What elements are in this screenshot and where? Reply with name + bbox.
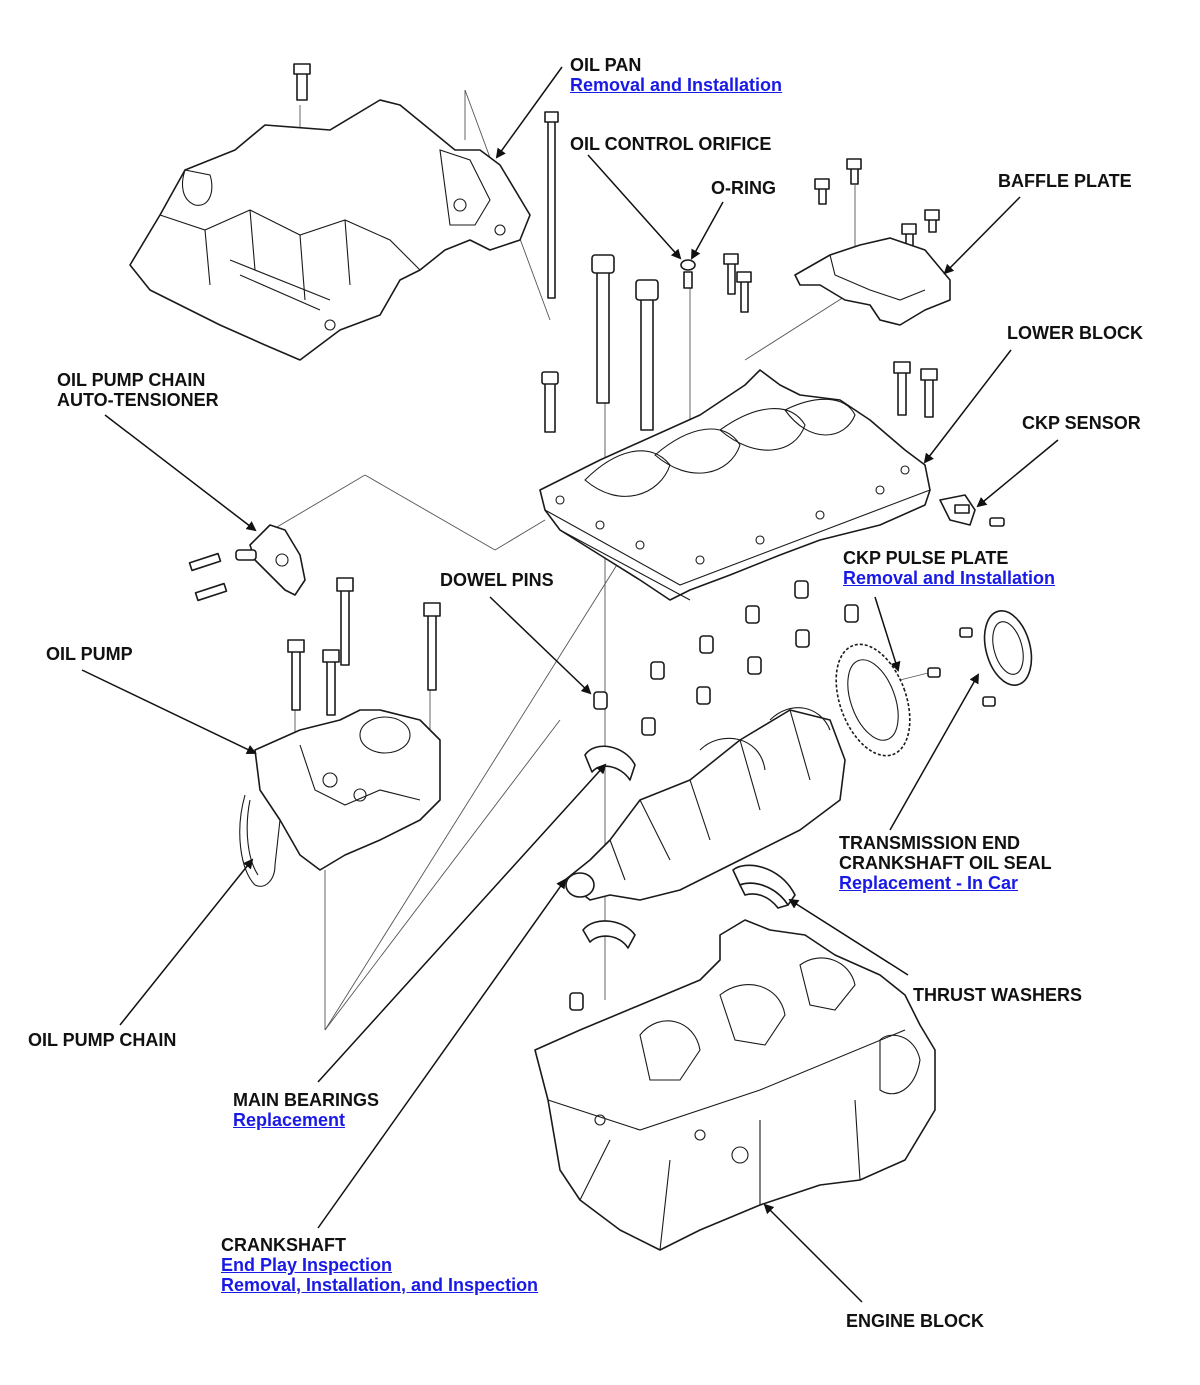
- crankshaft-removal-link[interactable]: Removal, Installation, and Inspection: [221, 1275, 539, 1295]
- baffle-plate-label: BAFFLE PLATE: [998, 171, 1132, 191]
- lower-block-part: [539, 369, 931, 601]
- auto-tensioner-label-line1: OIL PUMP CHAIN: [57, 370, 206, 390]
- callout-crankshaft: CRANKSHAFT End Play Inspection Removal, …: [221, 1235, 538, 1295]
- ckp-sensor-part: [939, 494, 1005, 527]
- baffle-plate-part: [794, 237, 951, 326]
- o-ring-label: O-RING: [711, 178, 776, 198]
- callout-engine-block: ENGINE BLOCK: [846, 1311, 984, 1331]
- callout-oil-pan: OIL PAN Removal and Installation: [570, 55, 782, 95]
- oil-pump-label: OIL PUMP: [46, 644, 133, 664]
- auto-tensioner-label-line2: AUTO-TENSIONER: [57, 390, 219, 410]
- callout-ckp-sensor: CKP SENSOR: [1022, 413, 1141, 433]
- callout-oil-pump: OIL PUMP: [46, 644, 133, 664]
- auto-tensioner-part: [188, 524, 306, 602]
- oil-pan-label: OIL PAN: [570, 55, 642, 75]
- crankshaft-end-play-link[interactable]: End Play Inspection: [221, 1255, 393, 1275]
- dowel-pins-label: DOWEL PINS: [440, 570, 554, 590]
- dowel-pins-part: [569, 580, 859, 1011]
- thrust-washers-label: THRUST WASHERS: [913, 985, 1083, 1005]
- oil-control-orifice-label: OIL CONTROL ORIFICE: [570, 134, 772, 154]
- ckp-pulse-plate-label: CKP PULSE PLATE: [843, 548, 1009, 568]
- main-bearings-replacement-link[interactable]: Replacement: [233, 1110, 346, 1130]
- callout-o-ring: O-RING: [711, 178, 776, 198]
- thrust-washers-part: [732, 864, 796, 909]
- oil-pan-removal-link[interactable]: Removal and Installation: [570, 75, 783, 95]
- callout-lower-block: LOWER BLOCK: [1007, 323, 1143, 343]
- callout-auto-tensioner: OIL PUMP CHAIN AUTO-TENSIONER: [57, 370, 219, 410]
- main-bearings-part: [582, 745, 636, 949]
- oil-pump-part: [239, 577, 441, 887]
- ckp-pulse-plate-part: [835, 627, 996, 757]
- oil-seal-label-line2: CRANKSHAFT OIL SEAL: [839, 853, 1052, 873]
- callout-main-bearings: MAIN BEARINGS Replacement: [233, 1090, 379, 1130]
- callout-oil-pump-chain: OIL PUMP CHAIN: [28, 1030, 176, 1050]
- oil-pump-chain-label: OIL PUMP CHAIN: [28, 1030, 177, 1050]
- oil-seal-replacement-link[interactable]: Replacement - In Car: [839, 873, 1019, 893]
- callout-oil-control-orifice: OIL CONTROL ORIFICE: [570, 134, 771, 154]
- oil-pan-part: [129, 63, 559, 361]
- main-bearings-label: MAIN BEARINGS: [233, 1090, 380, 1110]
- fasteners-upper: [541, 158, 940, 433]
- oil-seal-part: [983, 610, 1033, 686]
- ckp-sensor-label: CKP SENSOR: [1022, 413, 1141, 433]
- crankshaft-part: [564, 707, 846, 901]
- engine-block-label: ENGINE BLOCK: [846, 1311, 985, 1331]
- callout-dowel-pins: DOWEL PINS: [440, 570, 554, 590]
- crankshaft-label: CRANKSHAFT: [221, 1235, 346, 1255]
- callout-baffle-plate: BAFFLE PLATE: [998, 171, 1132, 191]
- callout-oil-seal: TRANSMISSION END CRANKSHAFT OIL SEAL Rep…: [839, 833, 1052, 893]
- lower-block-label: LOWER BLOCK: [1007, 323, 1143, 343]
- leader-lines: [81, 66, 1059, 1303]
- ckp-pulse-plate-removal-link[interactable]: Removal and Installation: [843, 568, 1056, 588]
- oil-seal-label-line1: TRANSMISSION END: [839, 833, 1021, 853]
- callout-thrust-washers: THRUST WASHERS: [913, 985, 1082, 1005]
- engine-block-part: [534, 919, 936, 1251]
- callout-ckp-pulse-plate: CKP PULSE PLATE Removal and Installation: [843, 548, 1055, 588]
